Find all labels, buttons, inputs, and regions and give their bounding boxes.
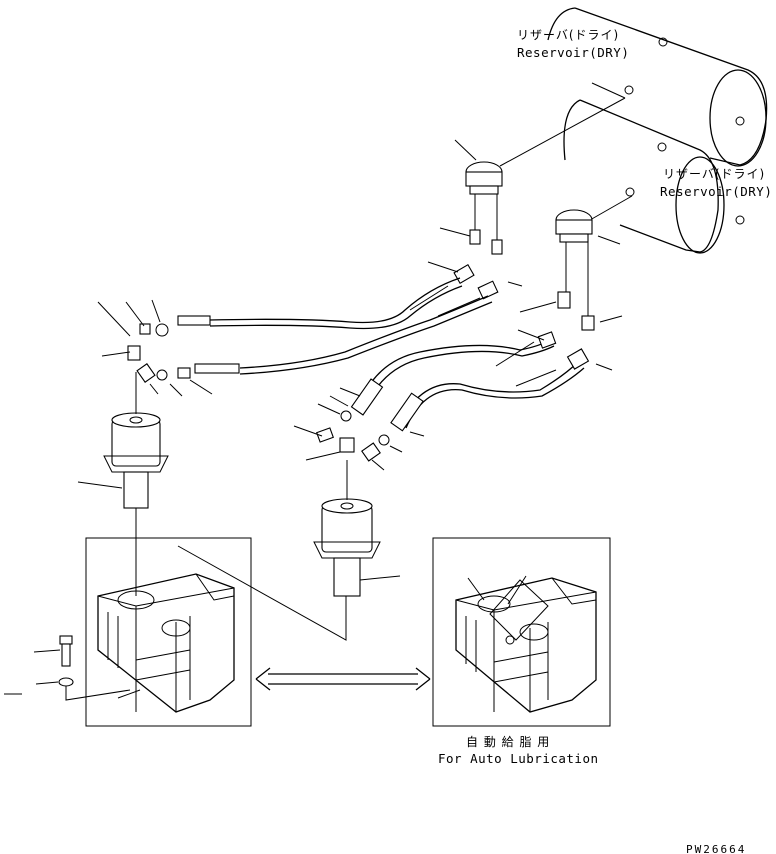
auto-lube-label-en: For Auto Lubrication bbox=[438, 751, 599, 766]
auto-lube-label-jp: 自 動 給 脂 用 bbox=[466, 734, 550, 749]
valve-upper bbox=[465, 161, 503, 255]
hose-upper-left bbox=[177, 277, 463, 330]
reservoir-top-label-jp: リザーバ(ドライ) bbox=[517, 28, 619, 42]
detail-box-right bbox=[432, 537, 611, 727]
hose-right-b bbox=[399, 348, 613, 429]
bolt bbox=[33, 635, 73, 667]
reservoir-top-label-en: Reservoir(DRY) bbox=[517, 45, 629, 60]
reservoir-tank-lower bbox=[563, 99, 745, 254]
hose-right-a bbox=[361, 329, 557, 403]
bracket-frame-right bbox=[455, 577, 597, 713]
reservoir-tank-upper bbox=[547, 7, 768, 167]
valve-lower-right bbox=[555, 209, 595, 331]
bracket-frame-left bbox=[97, 573, 235, 713]
reservoir-right-label-en: Reservoir(DRY) bbox=[660, 184, 772, 199]
drawing-id: PW26664 bbox=[686, 843, 746, 854]
lube-pump-left bbox=[77, 372, 169, 509]
fittings-middle bbox=[293, 395, 425, 471]
washer bbox=[4, 677, 131, 701]
fittings-left bbox=[97, 299, 213, 397]
detail-box-left bbox=[85, 537, 252, 727]
hose-lower-left bbox=[339, 378, 424, 432]
double-arrow bbox=[255, 667, 431, 691]
reservoir-right-label-jp: リザーバ(ドライ) bbox=[663, 167, 765, 181]
fittings-upper bbox=[427, 261, 523, 300]
hose-middle bbox=[194, 295, 493, 375]
lube-pump-middle bbox=[313, 460, 401, 597]
